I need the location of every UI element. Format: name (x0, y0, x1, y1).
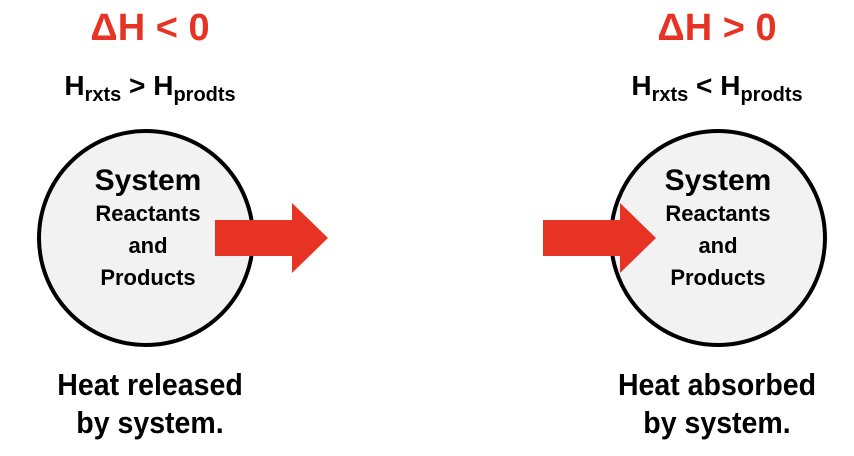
system-line-and: and (698, 233, 738, 258)
system-line-products: Products (100, 265, 196, 290)
delta-h-negative: ΔH < 0 (90, 7, 210, 49)
h-products-subscript: prodts (173, 84, 236, 106)
heat-out-arrow-icon (215, 203, 328, 273)
enthalpy-relation-exothermic: Hrxts > Hprodts (0, 68, 300, 107)
relation-symbol: < (688, 70, 721, 101)
system-line-reactants: Reactants (95, 201, 201, 226)
heat-in-arrow-icon (543, 203, 656, 273)
system-label-endothermic: System Reactants and Products (618, 164, 818, 294)
caption-heat-absorbed: Heat absorbed by system. (579, 366, 854, 442)
system-title: System (664, 164, 772, 197)
system-line-and: and (128, 233, 168, 258)
delta-h-positive: ΔH > 0 (657, 7, 777, 49)
h-products-subscript: prodts (740, 84, 803, 106)
enthalpy-relation-endothermic: Hrxts < Hprodts (567, 68, 854, 107)
h-reactants-subscript: rxts (651, 84, 689, 106)
caption-line-1: Heat released (57, 367, 243, 402)
exothermic-panel: ΔH < 0 Hrxts > Hprodts Heat released by … (0, 0, 300, 456)
relation-symbol: > (121, 70, 154, 101)
h-reactants: H (631, 70, 652, 101)
system-line-products: Products (670, 265, 766, 290)
h-reactants: H (64, 70, 85, 101)
caption-line-2: by system. (76, 405, 224, 440)
caption-heat-released: Heat released by system. (12, 366, 288, 442)
system-title: System (94, 164, 202, 197)
h-reactants-subscript: rxts (84, 84, 122, 106)
h-products: H (153, 70, 174, 101)
h-products: H (720, 70, 741, 101)
caption-line-1: Heat absorbed (617, 367, 817, 402)
caption-line-2: by system. (643, 405, 791, 440)
system-line-reactants: Reactants (665, 201, 771, 226)
endothermic-panel: ΔH > 0 Hrxts < Hprodts Heat absorbed by … (567, 0, 854, 456)
system-label-exothermic: System Reactants and Products (48, 164, 248, 294)
